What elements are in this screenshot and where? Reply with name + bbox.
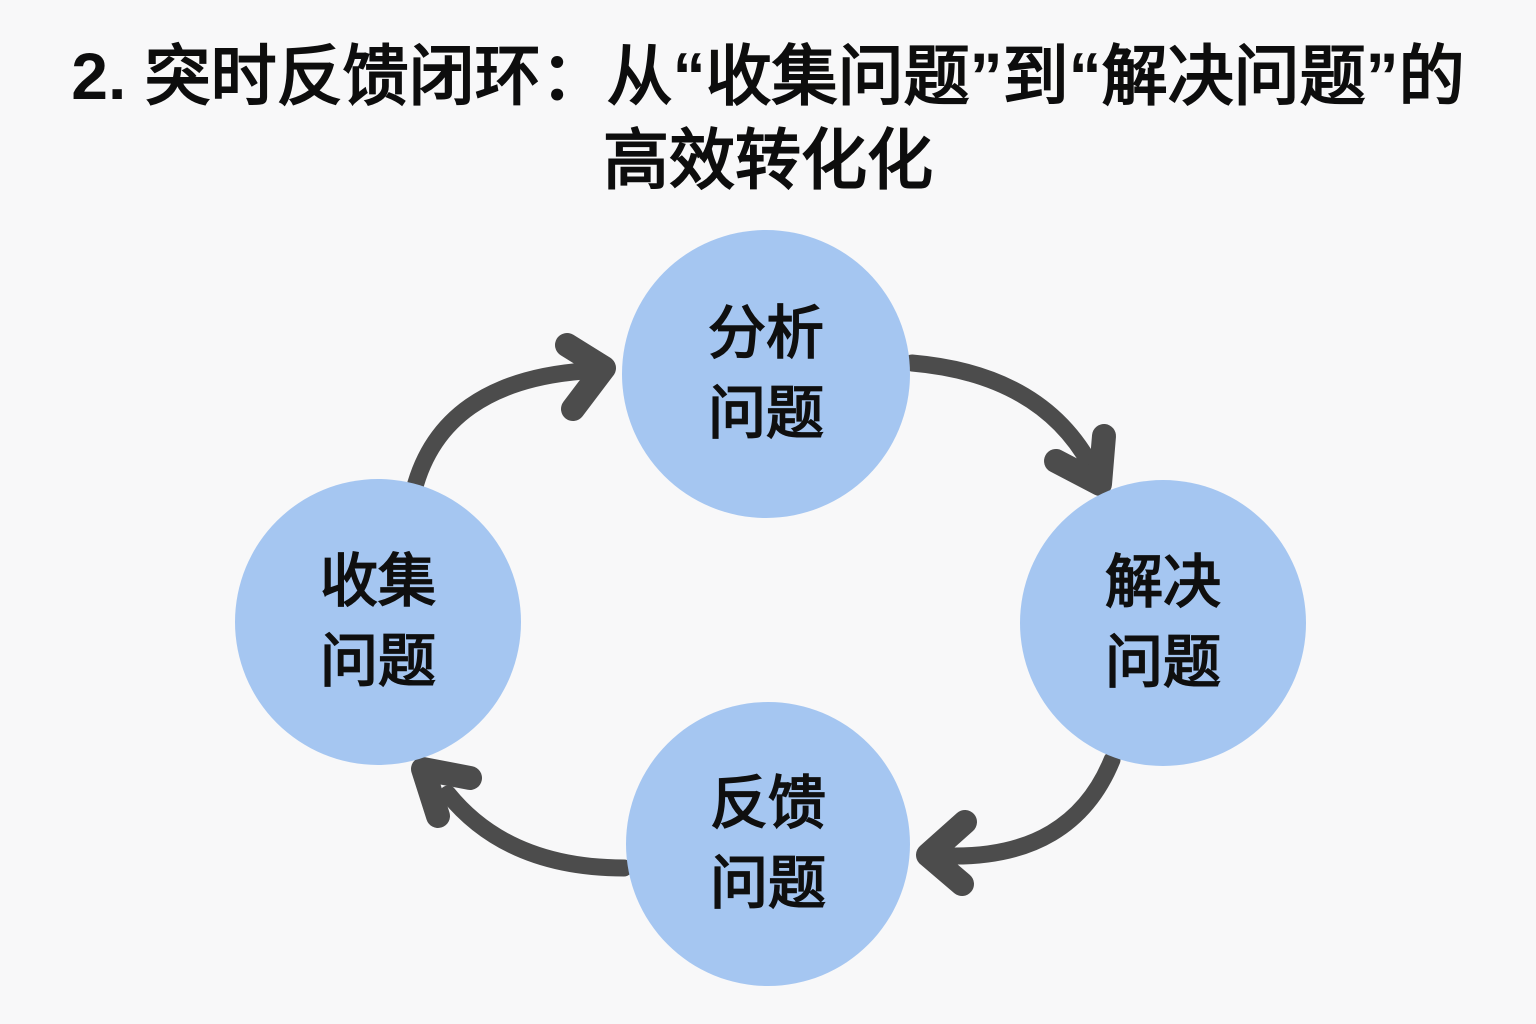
arrow-analyze-to-solve (903, 354, 1116, 496)
node-label-line: 问题 (1104, 630, 1221, 695)
node-label-line: 问题 (707, 381, 824, 446)
page-title: 2. 突时反馈闭环：从“收集问题”到“解决问题”的 高效转化化 (0, 34, 1536, 202)
node-label-line: 解决 (1104, 550, 1221, 615)
node-label-line: 反馈 (709, 771, 826, 836)
arrow-feedback-to-collect (411, 757, 633, 877)
cycle-node-analyze: 分析 问题 (622, 230, 910, 518)
arrow-solve-to-feedback (916, 751, 1121, 896)
cycle-node-feedback: 反馈 问题 (626, 702, 910, 986)
page-title-line2: 高效转化化 (603, 123, 933, 197)
arrow-collect-to-analyze (405, 333, 616, 499)
page-title-line1: 2. 突时反馈闭环：从“收集问题”到“解决问题”的 (71, 39, 1465, 113)
node-label-line: 问题 (319, 629, 436, 694)
node-label-line: 收集 (319, 549, 436, 614)
node-label-line: 分析 (707, 301, 824, 366)
cycle-node-collect: 收集 问题 (235, 479, 521, 765)
node-label-line: 问题 (709, 851, 826, 916)
cycle-node-solve: 解决 问题 (1020, 480, 1306, 766)
